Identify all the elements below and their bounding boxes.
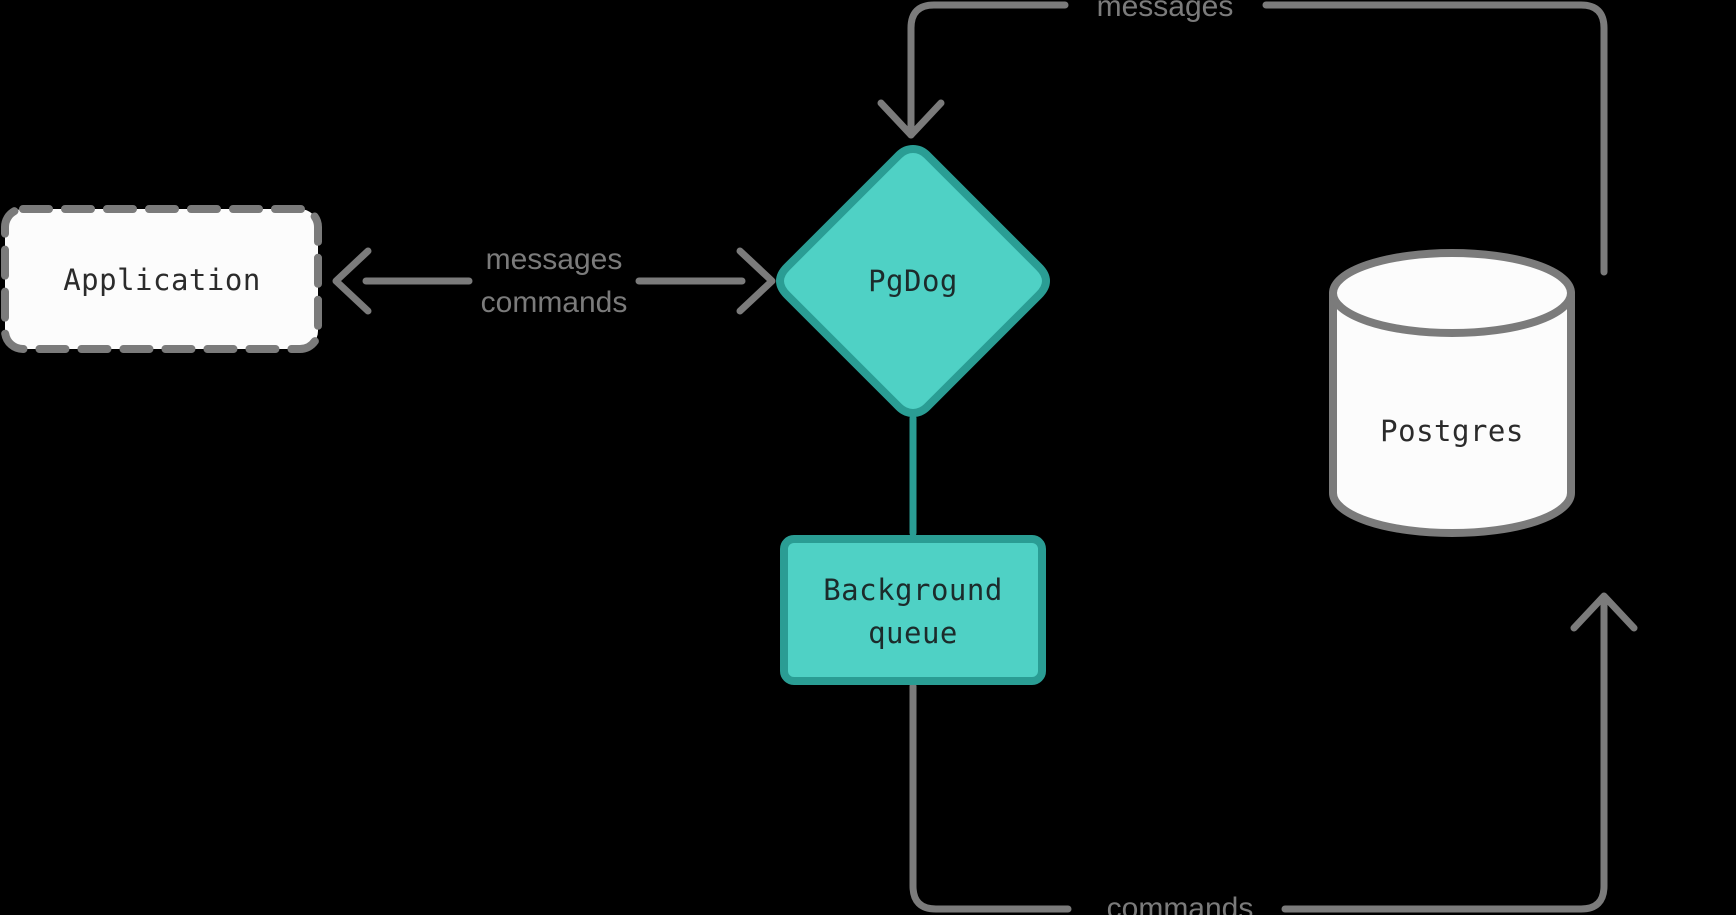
edge-app-to-pgdog: messages commands (332, 243, 776, 319)
node-background-queue[interactable]: Background queue (780, 535, 1046, 685)
edge-queue-to-postgres-path-left (909, 682, 1072, 913)
background-queue-box[interactable] (780, 535, 1046, 685)
node-application[interactable]: Application (1, 205, 322, 353)
edge-label-messages-top: messages (1097, 0, 1234, 23)
postgres-cylinder-body[interactable] (1329, 289, 1575, 537)
edge-label-messages-left: messages (486, 243, 623, 276)
edge-queue-to-postgres: commands (909, 592, 1638, 915)
edge-app-to-pgdog-arrowhead-right (736, 247, 776, 315)
node-postgres[interactable]: Postgres (1329, 249, 1575, 537)
background-queue-label-line2: queue (868, 616, 958, 650)
edge-postgres-to-pgdog-path-left (907, 1, 1069, 139)
edge-queue-to-postgres-path-right (1281, 594, 1608, 913)
edge-postgres-to-pgdog: messages (877, 0, 1608, 276)
application-box[interactable] (1, 205, 322, 353)
edge-queue-to-postgres-arrowhead (1570, 592, 1638, 632)
postgres-label: Postgres (1380, 414, 1524, 448)
application-label: Application (63, 263, 261, 297)
edge-postgres-to-pgdog-path-right (1262, 1, 1608, 276)
edge-label-commands-left: commands (481, 286, 628, 319)
pgdog-label: PgDog (868, 264, 958, 298)
edge-postgres-to-pgdog-arrowhead (877, 99, 945, 139)
node-pgdog[interactable]: PgDog (776, 145, 1050, 417)
edge-label-commands-bottom: commands (1107, 892, 1254, 915)
background-queue-label-line1: Background (823, 573, 1003, 607)
edge-app-to-pgdog-arrowhead-left (332, 247, 372, 315)
pgdog-diamond[interactable] (776, 145, 1050, 417)
postgres-cylinder-top (1329, 249, 1575, 337)
